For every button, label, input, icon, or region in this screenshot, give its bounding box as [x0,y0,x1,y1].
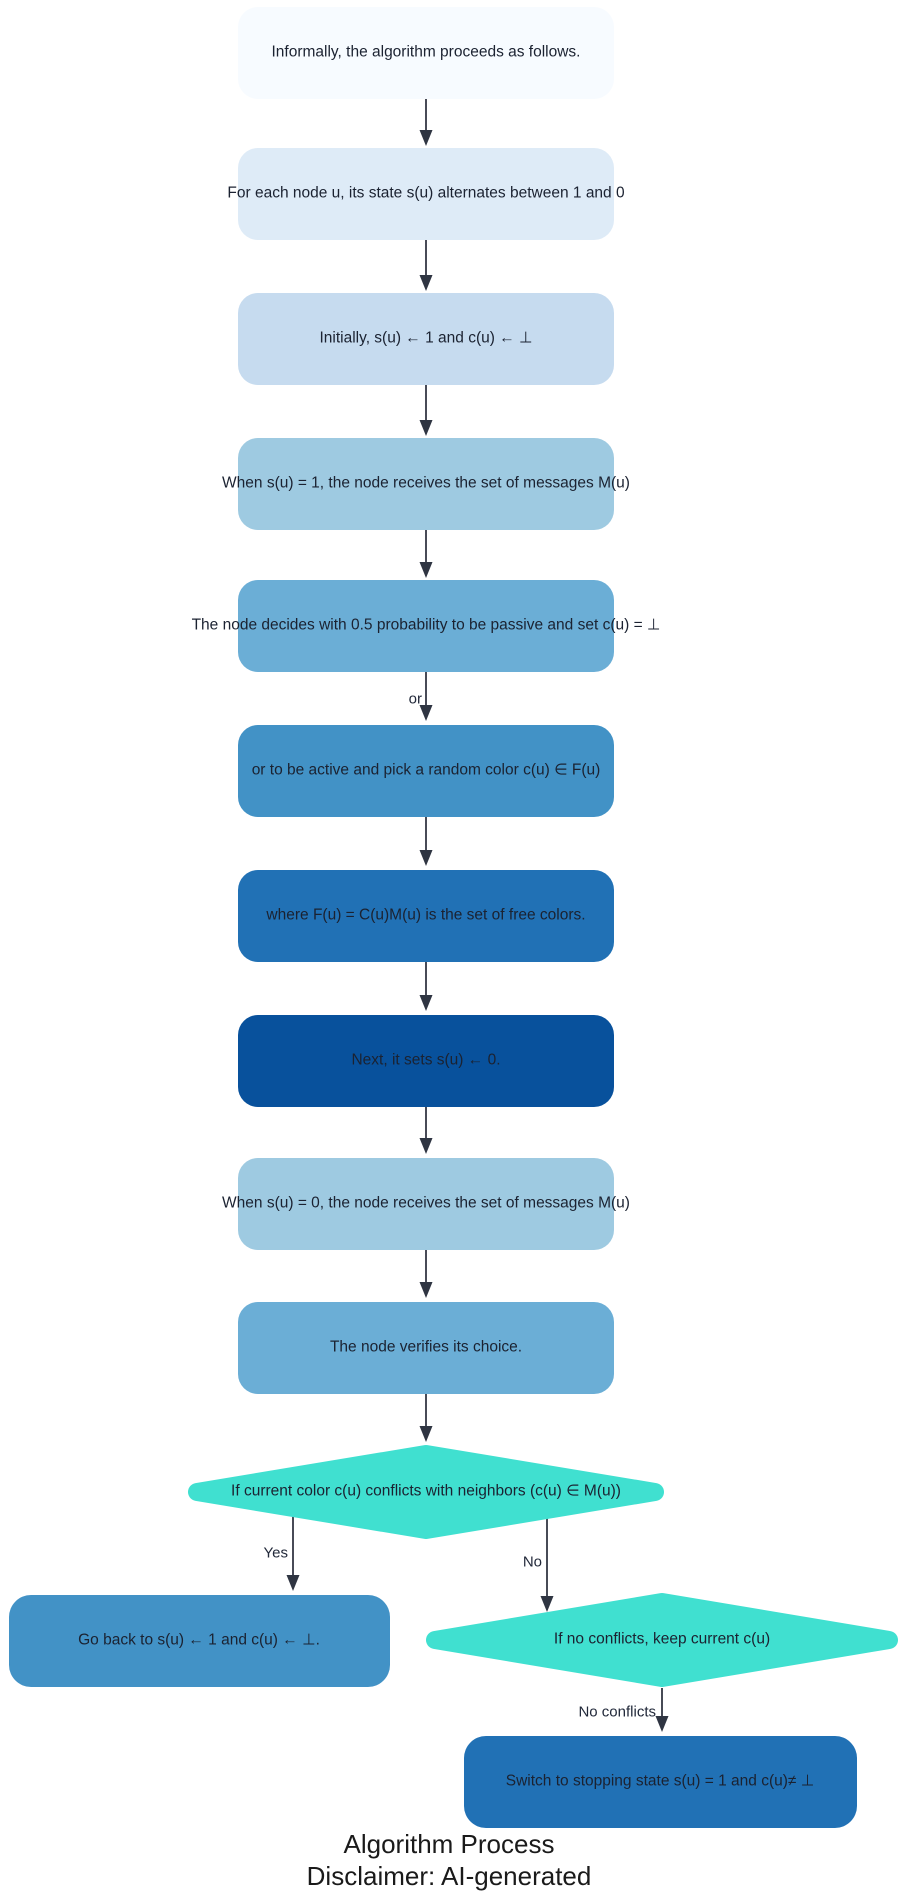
flow-node-verify-choice-shape [238,1302,614,1394]
flow-node-go-back-shape [9,1595,390,1687]
decision-conflict-shape [188,1445,664,1539]
arrowhead-5 [419,705,433,721]
flow-node-receive-state-0-label: When s(u) = 0, the node receives the set… [222,1194,630,1212]
flow-node-free-colors-label: where F(u) = C(u)M(u) is the set of free… [266,906,586,924]
decision-keep-label: If no conflicts, keep current c(u) [553,1630,771,1648]
flow-node-set-state-0-shape [238,1015,614,1107]
arrowhead-6 [419,850,433,866]
arrowhead-no-conflicts [655,1716,669,1732]
flow-node-verify-choice-label: The node verifies its choice. [329,1338,523,1356]
arrowhead-1 [419,130,433,146]
caption-disclaimer: Disclaimer: AI-generated [306,1861,592,1891]
arrowhead-8 [419,1138,433,1154]
flow-node-decide-passive-shape [238,580,614,672]
arrowhead-9 [419,1282,433,1298]
flow-node-decide-active-shape [238,725,614,817]
flow-node-intro-shape [238,7,614,99]
edge-label-no-conflicts: No conflicts [578,1703,656,1721]
flow-node-intro-label: Informally, the algorithm proceeds as fo… [271,43,581,61]
edge-label-no: No [522,1553,542,1571]
edge-lines [292,99,663,1719]
flow-node-receive-state-1-shape [238,438,614,530]
arrowhead-no [540,1596,554,1612]
arrowhead-2 [419,275,433,291]
edge-label-or: or [408,690,422,708]
flow-node-decide-active-label: or to be active and pick a random color … [251,761,601,779]
flow-node-initialize-label: Initially, s(u) ← 1 and c(u) ← ⊥ [319,329,533,347]
decision-keep-shape [426,1593,898,1687]
arrowhead-3 [419,420,433,436]
arrowhead-4 [419,562,433,578]
edge-label-yes: Yes [263,1544,288,1562]
flow-node-go-back-label: Go back to s(u) ← 1 and c(u) ← ⊥. [78,1631,320,1649]
flow-node-receive-state-1-label: When s(u) = 1, the node receives the set… [222,474,630,492]
arrowhead-10 [419,1426,433,1442]
flow-node-stop-state-shape [464,1736,857,1828]
flow-node-set-state-0-label: Next, it sets s(u) ← 0. [351,1051,501,1069]
flow-node-receive-state-0-shape [238,1158,614,1250]
flow-node-stop-state-label: Switch to stopping state s(u) = 1 and c(… [505,1772,815,1790]
arrowheads [286,130,669,1732]
arrowhead-yes [286,1575,300,1591]
flow-node-free-colors-shape [238,870,614,962]
decision-conflict-label: If current color c(u) conflicts with nei… [231,1482,621,1500]
flow-node-state-alternates-label: For each node u, its state s(u) alternat… [227,184,625,202]
flow-node-state-alternates-shape [238,148,614,240]
flow-node-decide-passive-label: The node decides with 0.5 probability to… [191,616,661,634]
arrowhead-7 [419,995,433,1011]
diagram-caption: Algorithm Process Disclaimer: AI-generat… [307,1828,592,1892]
caption-title: Algorithm Process [343,1829,555,1859]
flow-node-initialize-shape [238,293,614,385]
